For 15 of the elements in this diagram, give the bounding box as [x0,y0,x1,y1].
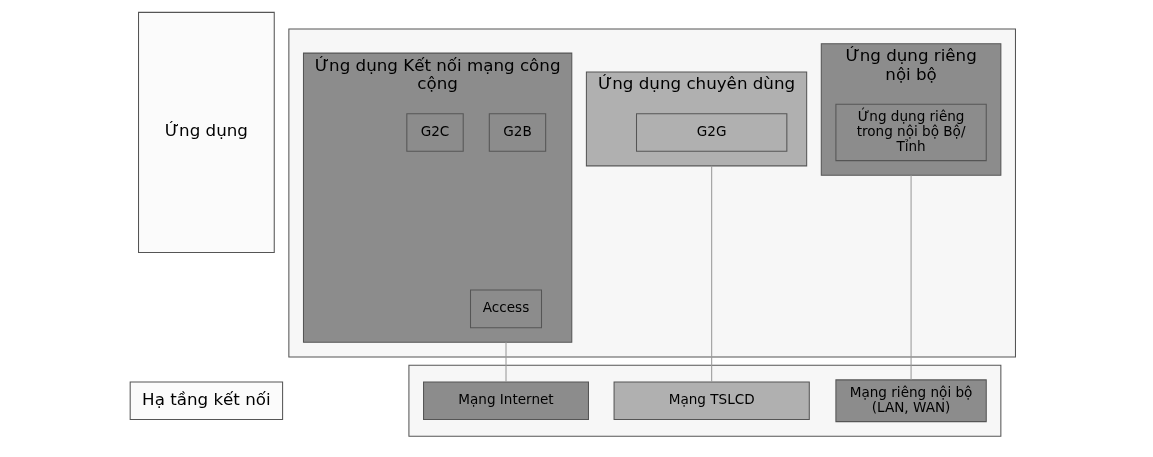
connector [710,165,712,383]
node-box: Mạng Internet [422,381,589,421]
connector [505,341,507,383]
node-box: Ứng dụng riêng trong nội bộ Bộ/ Tỉnh [834,103,987,162]
node-box: G2C [405,113,464,152]
connector [910,174,912,381]
node-box: Access [469,289,542,329]
node-box: Mạng riêng nội bộ (LAN, WAN) [834,379,987,423]
node-box: Ứng dụng [137,11,275,254]
cluster [287,28,1016,358]
cluster [407,364,1001,437]
node-box: Hạ tầng kết nối [129,381,283,421]
node-box: Mạng TSLCD [613,381,810,421]
node-box: G2G [635,113,787,152]
node-box: G2B [488,113,546,152]
